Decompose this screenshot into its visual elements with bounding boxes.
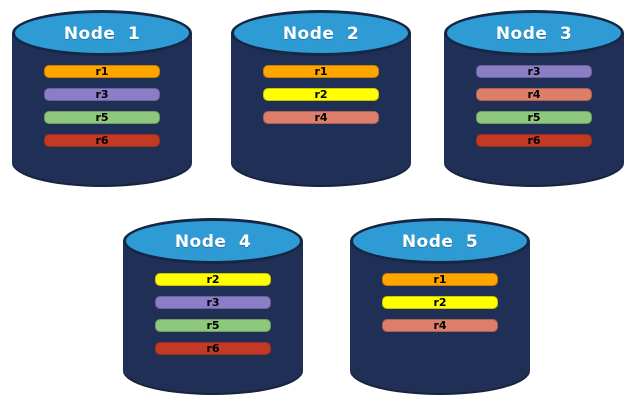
node-5-replica-list: r1 r2 r4 xyxy=(382,273,498,342)
replica-label: r1 xyxy=(95,65,109,78)
node-5-cylinder-top: Node 5 xyxy=(350,218,530,264)
replica-label: r6 xyxy=(206,342,220,355)
replica-bar-r6: r6 xyxy=(44,134,160,147)
replica-label: r4 xyxy=(527,88,541,101)
replica-label: r3 xyxy=(206,296,220,309)
node-4-cylinder-top: Node 4 xyxy=(123,218,303,264)
replica-bar-r2: r2 xyxy=(382,296,498,309)
replica-label: r1 xyxy=(314,65,328,78)
replica-label: r3 xyxy=(527,65,541,78)
node-5-cylinder-body xyxy=(350,241,530,395)
replica-bar-r2: r2 xyxy=(263,88,379,101)
node-3-replica-list: r3 r4 r5 r6 xyxy=(476,65,592,157)
replica-label: r2 xyxy=(433,296,447,309)
node-3-cylinder: Node 3 r3 r4 r5 r6 xyxy=(444,10,624,187)
node-2-cylinder-body xyxy=(231,33,411,187)
replica-bar-r2: r2 xyxy=(155,273,271,286)
replica-label: r5 xyxy=(527,111,541,124)
node-1-cylinder-top: Node 1 xyxy=(12,10,192,56)
node-3-cylinder-body xyxy=(444,33,624,187)
node-1-cylinder-body xyxy=(12,33,192,187)
replica-bar-r4: r4 xyxy=(382,319,498,332)
node-2-replica-list: r1 r2 r4 xyxy=(263,65,379,134)
node-5-cylinder: Node 5 r1 r2 r4 xyxy=(350,218,530,395)
node-2-label: Node 2 xyxy=(282,23,360,44)
replica-bar-r5: r5 xyxy=(155,319,271,332)
replica-bar-r1: r1 xyxy=(263,65,379,78)
replica-label: r5 xyxy=(95,111,109,124)
replica-bar-r5: r5 xyxy=(44,111,160,124)
replica-bar-r3: r3 xyxy=(476,65,592,78)
node-1-cylinder: Node 1 r1 r3 r5 r6 xyxy=(12,10,192,187)
replica-bar-r5: r5 xyxy=(476,111,592,124)
replica-label: r2 xyxy=(314,88,328,101)
replica-label: r2 xyxy=(206,273,220,286)
replica-label: r4 xyxy=(433,319,447,332)
replica-label: r6 xyxy=(95,134,109,147)
replica-bar-r1: r1 xyxy=(382,273,498,286)
node-1-replica-list: r1 r3 r5 r6 xyxy=(44,65,160,157)
node-5-label: Node 5 xyxy=(401,231,479,252)
node-3-cylinder-top: Node 3 xyxy=(444,10,624,56)
replica-label: r5 xyxy=(206,319,220,332)
replica-bar-r3: r3 xyxy=(44,88,160,101)
node-4-label: Node 4 xyxy=(174,231,252,252)
replica-label: r1 xyxy=(433,273,447,286)
node-3-label: Node 3 xyxy=(495,23,573,44)
node-4-cylinder-body xyxy=(123,241,303,395)
replica-bar-r1: r1 xyxy=(44,65,160,78)
replica-bar-r3: r3 xyxy=(155,296,271,309)
replica-bar-r4: r4 xyxy=(263,111,379,124)
replica-label: r3 xyxy=(95,88,109,101)
node-4-cylinder: Node 4 r2 r3 r5 r6 xyxy=(123,218,303,395)
replica-bar-r6: r6 xyxy=(155,342,271,355)
node-4-replica-list: r2 r3 r5 r6 xyxy=(155,273,271,365)
replica-label: r4 xyxy=(314,111,328,124)
replica-bar-r4: r4 xyxy=(476,88,592,101)
node-1-label: Node 1 xyxy=(63,23,141,44)
replica-label: r6 xyxy=(527,134,541,147)
node-2-cylinder-top: Node 2 xyxy=(231,10,411,56)
replica-bar-r6: r6 xyxy=(476,134,592,147)
node-2-cylinder: Node 2 r1 r2 r4 xyxy=(231,10,411,187)
